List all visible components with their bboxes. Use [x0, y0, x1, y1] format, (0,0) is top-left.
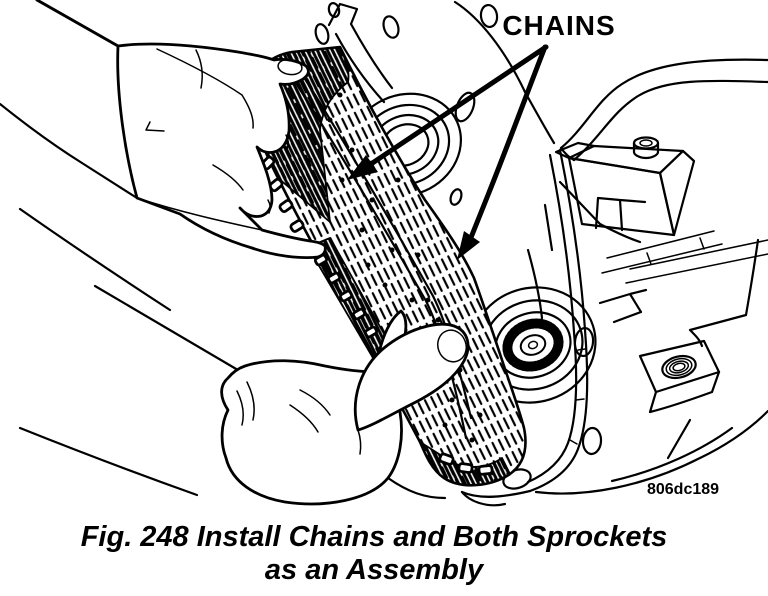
thumb: [353, 322, 470, 432]
arrow-to-lower-chain: [457, 44, 548, 260]
upper-hand: [0, 0, 327, 312]
lower-hand: [18, 284, 470, 506]
caption-line-2: as an Assembly: [265, 554, 485, 586]
bolt-hole-icon: [314, 2, 499, 206]
chains-label: CHAINS: [502, 10, 615, 41]
caption-line-1: Fig. 248 Install Chains and Both Sprocke…: [81, 521, 668, 553]
index-fingernail: [277, 58, 303, 76]
threaded-port: [638, 339, 721, 414]
thumbnail: [437, 329, 467, 363]
lower-bearing-hub: [469, 286, 597, 404]
mounting-bracket: [554, 136, 696, 237]
chain-end-links: [438, 452, 494, 476]
reference-code: 806dc189: [647, 481, 719, 498]
machined-grooves: [601, 230, 768, 284]
arrow-to-upper-chain: [347, 44, 549, 180]
